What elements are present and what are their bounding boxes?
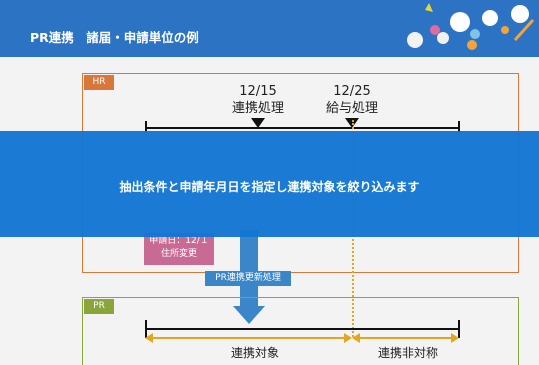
hr-timeline-start	[145, 121, 147, 133]
triangle-marker-icon	[251, 118, 265, 128]
down-arrow-icon	[240, 230, 258, 308]
pr-tag: PR	[84, 299, 114, 314]
pr-timeline-end	[458, 320, 460, 338]
request-type: 住所変更	[160, 249, 197, 259]
pr-timeline	[145, 328, 460, 330]
request-date: 申請日：12/１	[149, 236, 209, 246]
header-bar: PR連携 諸届・申請単位の例 SuperStream	[0, 0, 539, 57]
non-target-range-line	[356, 337, 452, 339]
event-date-2-label: 給与処理	[325, 101, 378, 116]
pr-update-label: PR連携更新処理	[205, 271, 291, 286]
pr-timeline-start	[145, 320, 147, 338]
pr-box	[82, 297, 519, 365]
target-range-line	[152, 337, 350, 339]
hr-timeline	[145, 127, 460, 129]
info-banner	[0, 131, 539, 237]
request-card: 申請日：12/１ 住所変更	[144, 233, 214, 265]
arrow-right-icon	[344, 333, 352, 343]
target-label: 連携対象	[230, 346, 279, 360]
arrow-left-icon	[352, 333, 360, 343]
event-date-1-date: 12/15	[239, 84, 277, 99]
logo-text: SuperStream	[479, 41, 539, 51]
arrow-right-icon	[451, 333, 459, 343]
event-date-1: 12/15 連携処理	[218, 83, 298, 117]
hr-tag: HR	[84, 75, 114, 90]
arrow-left-icon	[145, 333, 153, 343]
event-date-2: 12/25 給与処理	[312, 83, 392, 117]
event-date-1-label: 連携処理	[231, 101, 284, 116]
banner-text: 抽出条件と申請年月日を指定し連携対象を絞り込みます	[119, 180, 420, 194]
down-arrow-head	[233, 306, 265, 324]
hr-timeline-end	[458, 121, 460, 133]
decorative-flowers-icon	[407, 3, 535, 48]
event-date-2-date: 12/25	[333, 84, 371, 99]
non-target-label: 連携非対称	[377, 346, 438, 360]
superstream-logo-icon	[467, 40, 477, 50]
page-title: PR連携 諸届・申請単位の例	[30, 30, 199, 45]
